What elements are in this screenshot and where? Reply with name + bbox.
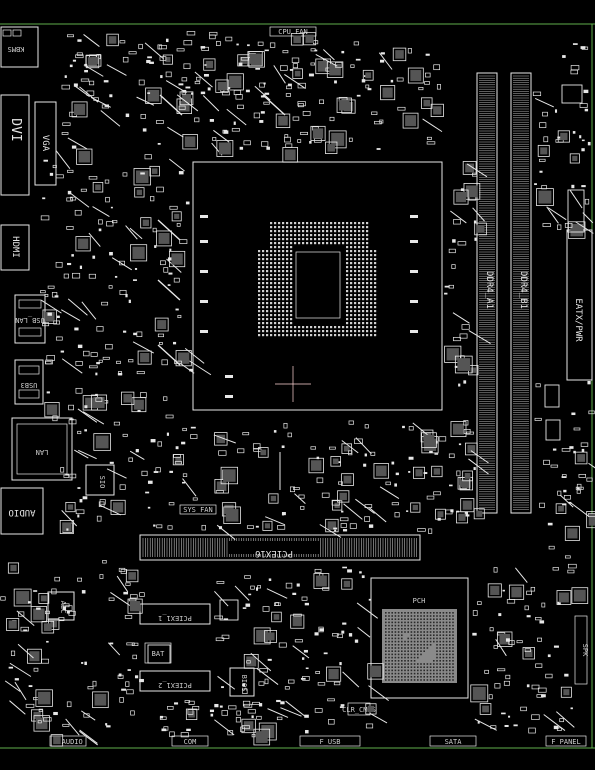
rear-io-dvi: DVI: [0, 94, 30, 196]
f-panel-header-label: F_PANEL: [551, 738, 581, 746]
bios-chip: BIOS: [229, 667, 255, 697]
rear-io-kbms: KBMS: [0, 26, 39, 68]
dvi-label: DVI: [8, 118, 23, 141]
dimm-a1-label: DDR4_A1: [484, 271, 494, 309]
dimm-a1-pins: [479, 75, 495, 510]
dimm-b1-pins: [513, 75, 529, 510]
cpu-socket: [192, 161, 443, 411]
f-audio-header-label: F_AUDIO: [53, 738, 83, 746]
cpu-socket-pad-array: [258, 222, 377, 337]
usb3-label: USB3: [21, 381, 38, 389]
dimm-slot-b1: DDR4_B1: [510, 72, 532, 514]
pcie-x1-1-label: PCIEX1_1: [158, 614, 192, 622]
vga-label: VGA: [40, 135, 50, 152]
lan-chip-label: LAN: [36, 448, 49, 456]
bottom-headers: F_AUDIO COM F_USB SATA F_PANEL: [49, 735, 587, 747]
speaker-header: SPK: [574, 615, 589, 685]
pcie-x16-slot: PCIEX16: [139, 534, 421, 561]
rear-io-vga: VGA: [34, 101, 57, 186]
battery-label: BAT: [152, 650, 165, 658]
pcie-x1-2-label: PCIEX1_2: [158, 681, 192, 689]
pcie-x1-slot-1: PCIEX1_1: [139, 603, 211, 625]
sata-header-label: SATA: [445, 738, 463, 746]
chipset-bga: PCH: [370, 577, 469, 699]
dimm-slot-a1: DDR4_A1: [476, 72, 498, 514]
smd-components: [0, 31, 595, 747]
com-header-label: COM: [184, 738, 197, 746]
atx-power-connector: EATX/PWR: [566, 229, 593, 381]
kbms-label: KBMS: [8, 45, 25, 53]
pcie-x1-slot-2: PCIEX1_2: [139, 670, 211, 692]
cpu-fan-label: CPU_FAN: [278, 28, 308, 36]
clr-cmos-label: CLR_CMOS: [342, 706, 376, 714]
hdmi-label: HDMI: [10, 236, 20, 258]
sys-fan-label: SYS_FAN: [183, 506, 213, 514]
battery-holder: BAT: [144, 642, 172, 664]
rear-io-hdmi: HDMI: [0, 224, 30, 271]
audio-label: AUDIO: [8, 507, 35, 517]
pcie-x16-label: PCIEX16: [255, 548, 293, 558]
speaker-label: SPK: [581, 644, 589, 657]
super-io-chip: SIO: [85, 464, 115, 496]
f-usb-header-label: F_USB: [319, 738, 340, 746]
board-edge: [0, 23, 595, 749]
chipset-ball-array: [385, 612, 454, 681]
rear-io-usb3: USB3: [14, 359, 44, 405]
bios-label: BIOS: [240, 675, 248, 692]
sys-fan-header: SYS_FAN: [179, 504, 217, 515]
rear-io-usb-lan: USB_LAN: [14, 294, 46, 344]
cpu-fan-header: CPU_FAN: [269, 26, 317, 37]
atx-power-label: EATX/PWR: [573, 298, 583, 342]
lan-transformer: LAN: [11, 417, 73, 481]
usb-lan-label: USB_LAN: [15, 316, 45, 324]
dimm-b1-label: DDR4_B1: [518, 271, 528, 309]
chipset-label: PCH: [413, 597, 426, 605]
super-io-label: SIO: [98, 476, 106, 489]
rear-io-audio: AUDIO: [0, 487, 44, 535]
